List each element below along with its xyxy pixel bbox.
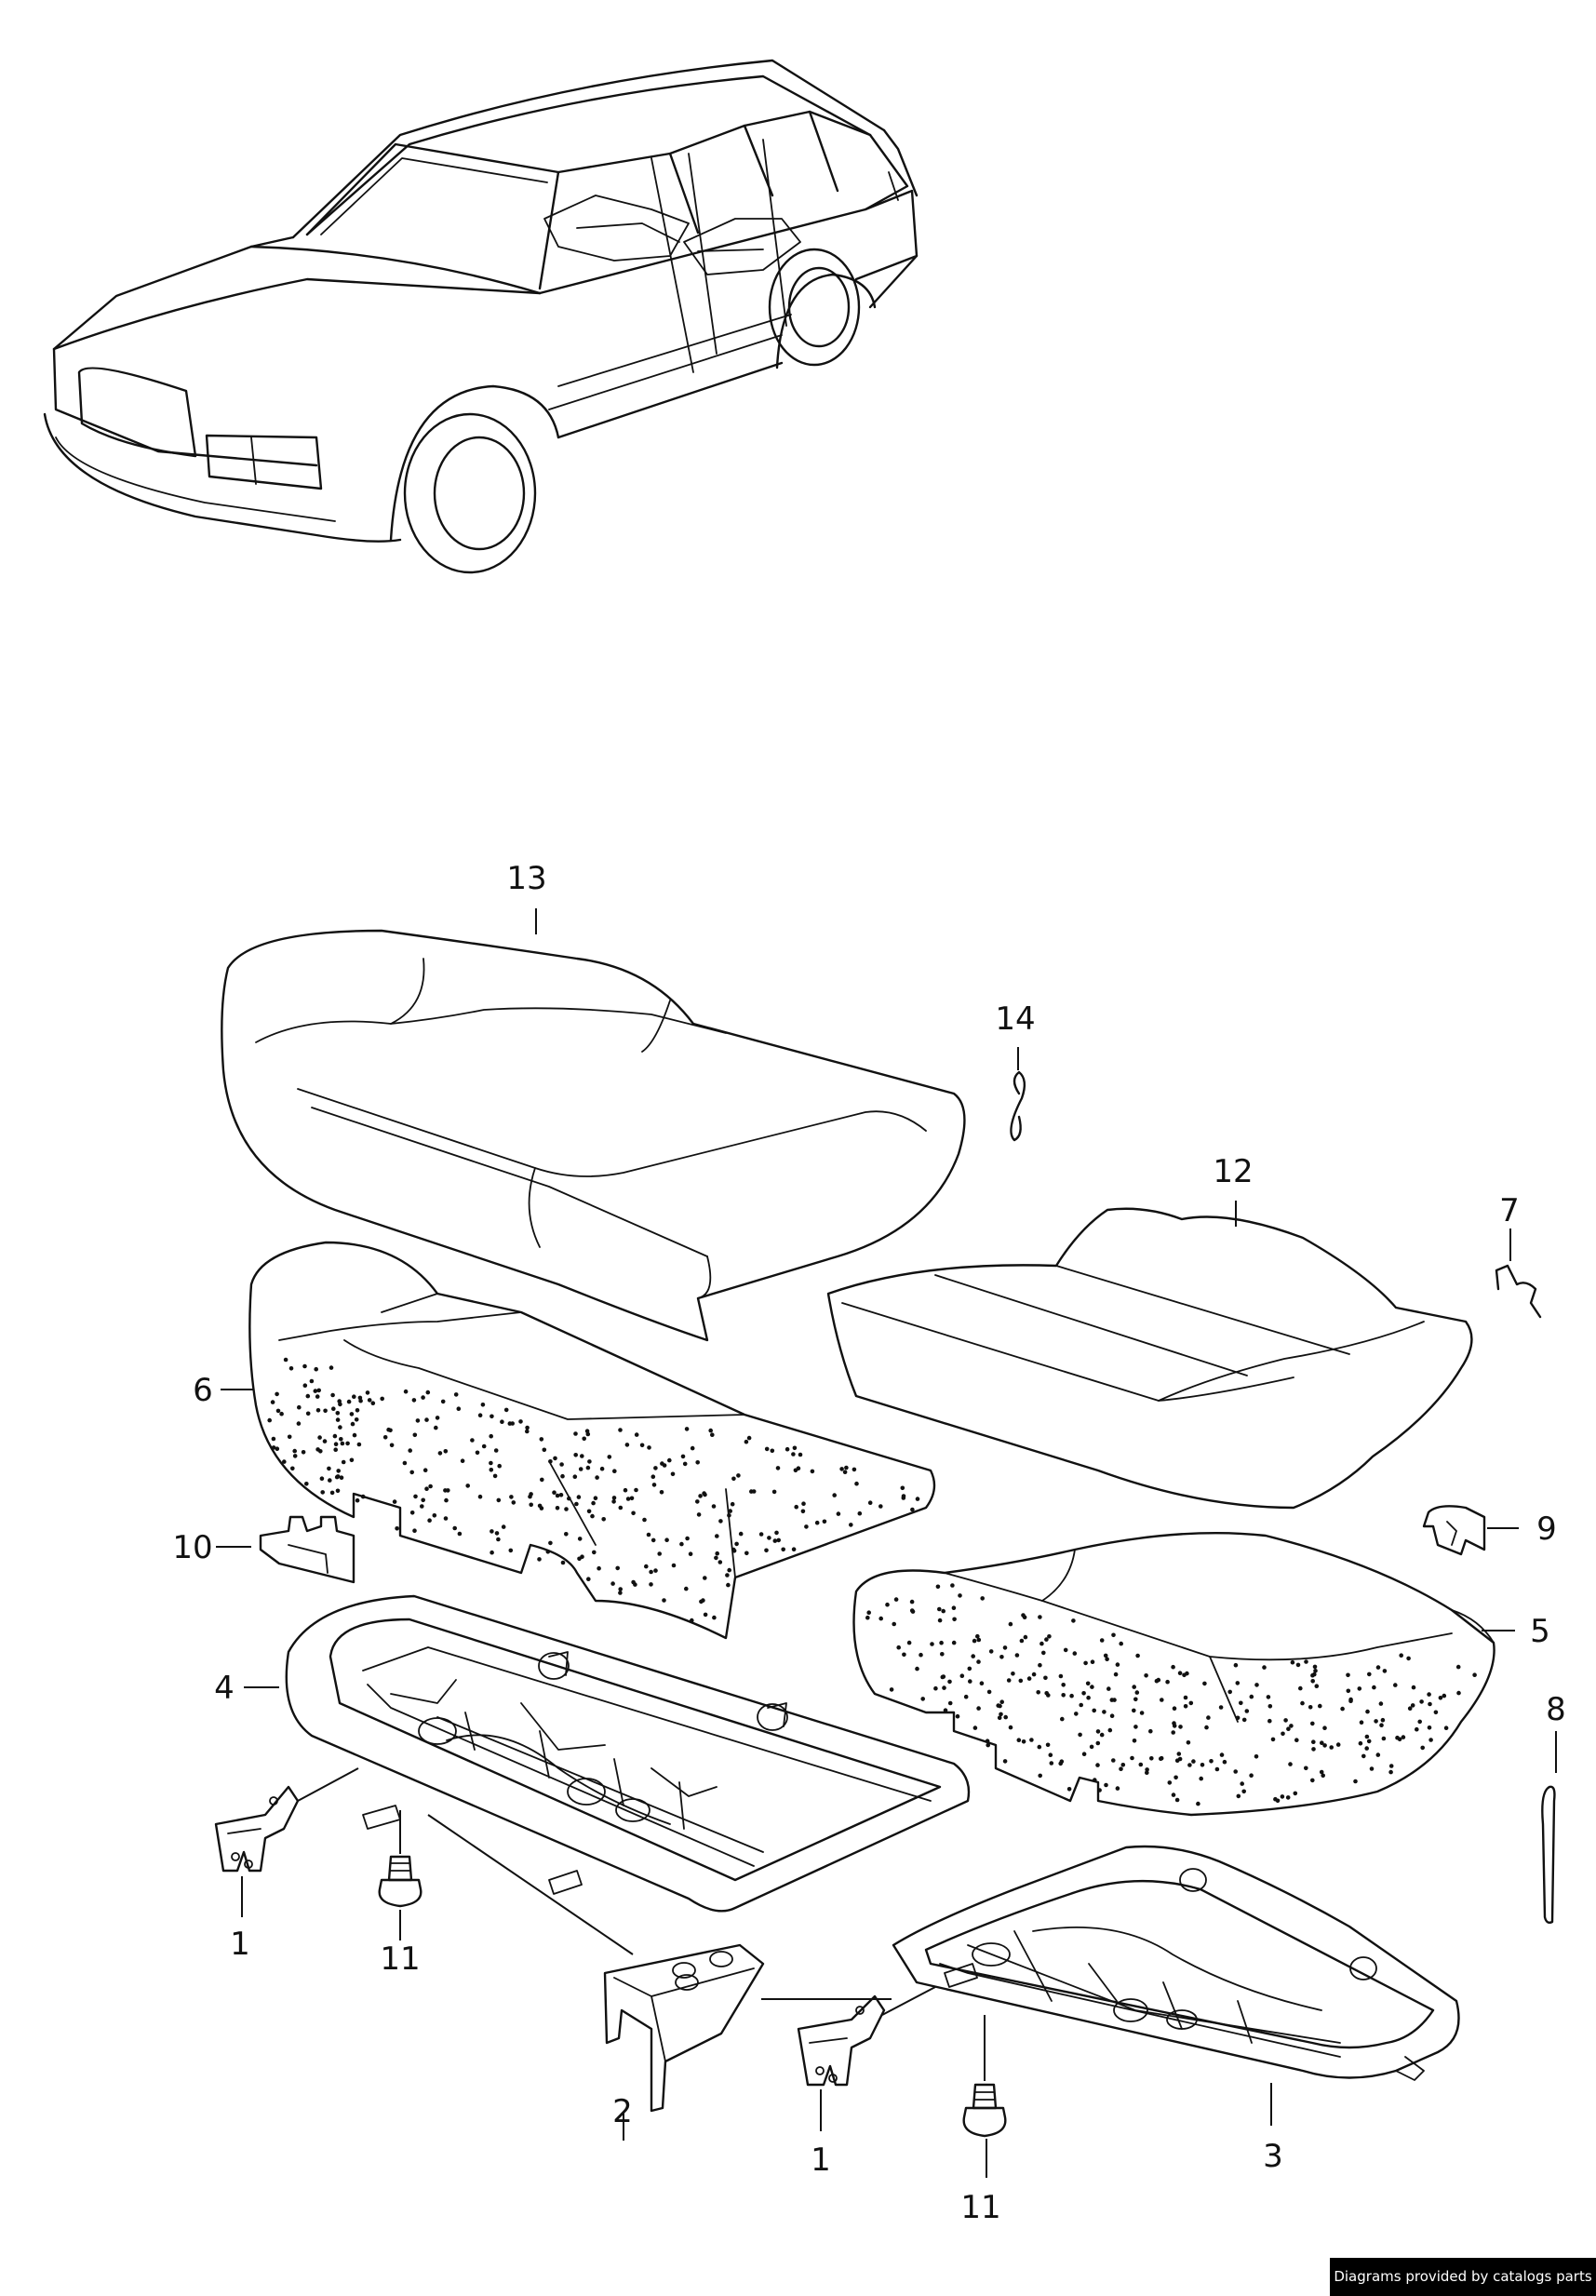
part-9-clip [1422, 1505, 1486, 1556]
label-8: 8 [1546, 1691, 1566, 1728]
credit-banner: Diagrams provided by catalogs parts [1330, 2258, 1596, 2296]
part-1-bracket-left [214, 1785, 300, 1873]
part-11-bolt-right [962, 2083, 1007, 2138]
label-11-right: 11 [960, 2189, 1000, 2226]
label-7: 7 [1499, 1192, 1520, 1229]
part-6-cushion-foam [248, 1241, 936, 1640]
label-5: 5 [1530, 1613, 1550, 1650]
label-1-left: 1 [230, 1926, 250, 1963]
label-4: 4 [214, 1670, 235, 1707]
part-8-wire [1541, 1785, 1556, 1925]
part-5-cushion-foam [852, 1531, 1495, 1817]
label-2: 2 [612, 2093, 633, 2130]
label-13: 13 [506, 860, 546, 897]
part-6-foam-texture [267, 1357, 920, 1623]
label-6: 6 [193, 1372, 213, 1409]
car-illustration [43, 59, 919, 574]
label-11-left: 11 [380, 1940, 420, 1978]
part-10-clip [259, 1515, 355, 1584]
leader-lines [216, 908, 1557, 2178]
label-12: 12 [1213, 1153, 1253, 1190]
part-2-support-bracket [603, 1943, 765, 2113]
label-14: 14 [995, 1000, 1035, 1038]
label-1-right: 1 [811, 2142, 831, 2179]
part-5-foam-texture [865, 1583, 1477, 1806]
label-3: 3 [1263, 2138, 1283, 2175]
part-1-bracket-right [797, 1994, 886, 2087]
part-12-backrest-small [826, 1207, 1473, 1510]
part-11-bolt-left [378, 1855, 422, 1908]
part-labels: 13 14 12 7 6 10 9 4 5 8 1 11 2 1 11 3 [172, 860, 1565, 2226]
part-7-clip [1495, 1264, 1542, 1319]
part-14-clip [1010, 1070, 1026, 1142]
label-9: 9 [1536, 1511, 1557, 1548]
part-4-seat-frame [285, 1594, 971, 1913]
label-10: 10 [172, 1529, 212, 1566]
part-3-seat-frame [892, 1845, 1460, 2081]
part-13-backrest-large [221, 929, 966, 1342]
